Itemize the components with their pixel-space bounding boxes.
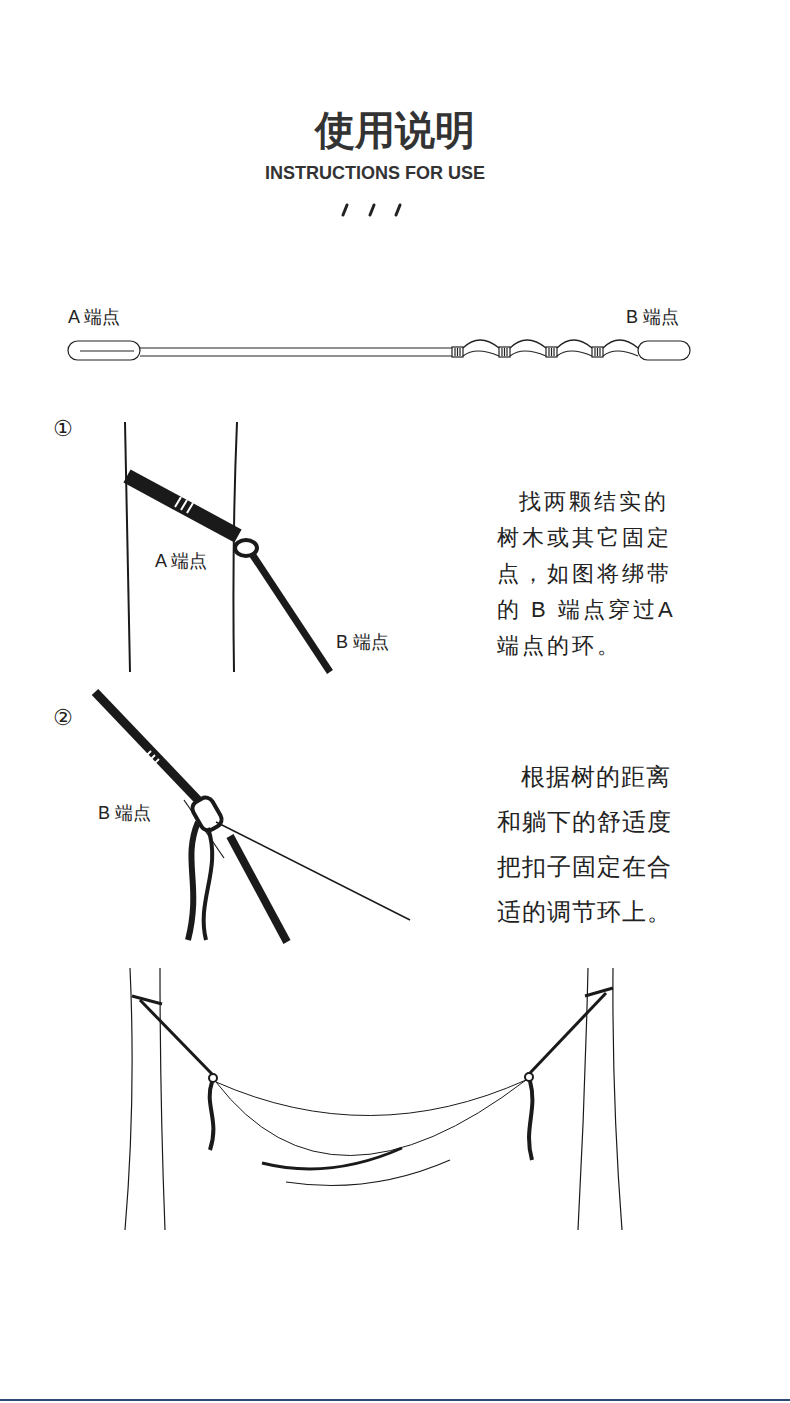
part-label: A 端点	[155, 550, 207, 572]
strap-band	[140, 347, 452, 348]
hammock-fold	[286, 1160, 450, 1186]
stitch	[504, 348, 505, 356]
stitch	[599, 348, 600, 356]
step-one-figure	[125, 422, 330, 672]
adjust-loop	[603, 351, 638, 356]
tick-mark	[396, 205, 400, 215]
end-loop	[638, 341, 690, 360]
adjust-loops	[204, 828, 213, 940]
strap-wrap	[132, 996, 162, 1004]
tree-trunk	[125, 968, 132, 1230]
step-number: ②	[53, 705, 73, 731]
adjust-loop	[463, 351, 499, 356]
page-subtitle: INSTRUCTIONS FOR USE	[265, 162, 485, 184]
hammock-edge	[216, 1080, 526, 1156]
stitch	[501, 348, 502, 356]
buckle	[209, 1074, 217, 1082]
adjust-loop	[510, 351, 546, 356]
step-number: ①	[53, 416, 73, 442]
adjust-loop	[557, 351, 592, 356]
strap-b-end	[252, 554, 330, 672]
adjust-loops	[452, 340, 638, 357]
stitch-tab	[592, 347, 603, 357]
stitch	[459, 348, 460, 356]
adjust-loops	[210, 1082, 214, 1150]
strap-overview	[68, 340, 690, 360]
tick-mark	[370, 205, 374, 215]
end-loop	[68, 341, 140, 360]
adjust-loops	[529, 1081, 532, 1160]
buckle	[525, 1073, 533, 1081]
stitch	[457, 348, 458, 356]
stitch-tab	[452, 347, 463, 357]
stitch-tab	[546, 347, 557, 357]
strap-edge	[184, 800, 224, 858]
stitch	[597, 348, 598, 356]
strap-stripes	[175, 497, 193, 513]
strap	[95, 692, 198, 800]
part-label: B 端点	[98, 802, 151, 824]
stitch	[506, 348, 507, 356]
page-title: 使用说明	[315, 106, 475, 154]
strap-a-end	[127, 476, 238, 536]
tree-trunk	[613, 968, 622, 1230]
stitch	[548, 348, 549, 356]
part-label: B 端点	[626, 306, 679, 328]
adjust-loop	[510, 340, 546, 348]
tick-marks	[343, 205, 400, 215]
part-label: A 端点	[68, 306, 120, 328]
instruction-text: 找两颗结实的树木或其它固定点，如图将绑带的 B 端点穿过A端点的环。	[497, 484, 685, 664]
stitch	[454, 348, 455, 356]
adjust-loop	[603, 340, 638, 348]
tree-trunk	[125, 422, 130, 672]
strap	[530, 993, 606, 1073]
tree-trunk	[578, 968, 588, 1230]
hammock-scene	[125, 968, 622, 1230]
stitch	[594, 348, 595, 356]
tree-trunk	[160, 968, 165, 1230]
hammock-edge	[216, 1080, 526, 1116]
adjust-loop	[463, 340, 499, 348]
strap	[140, 1000, 212, 1074]
step-two-figure	[95, 692, 410, 942]
stitch	[551, 348, 552, 356]
part-label: B 端点	[336, 631, 389, 653]
instruction-text: 根据树的距离和躺下的舒适度把扣子固定在合适的调节环上。	[497, 754, 679, 934]
stitch-tab	[499, 347, 510, 357]
adjust-loop	[557, 340, 592, 348]
tick-mark	[343, 205, 347, 215]
loop-fold	[80, 350, 134, 351]
bottom-rule	[0, 1399, 790, 1401]
strap-band	[140, 355, 452, 356]
adjust-loops	[188, 822, 198, 940]
hammock-fold	[262, 1148, 402, 1169]
strap-wrap	[585, 988, 613, 996]
strap-tail	[230, 836, 287, 942]
strap-stripes	[144, 751, 159, 766]
stitch	[553, 348, 554, 356]
